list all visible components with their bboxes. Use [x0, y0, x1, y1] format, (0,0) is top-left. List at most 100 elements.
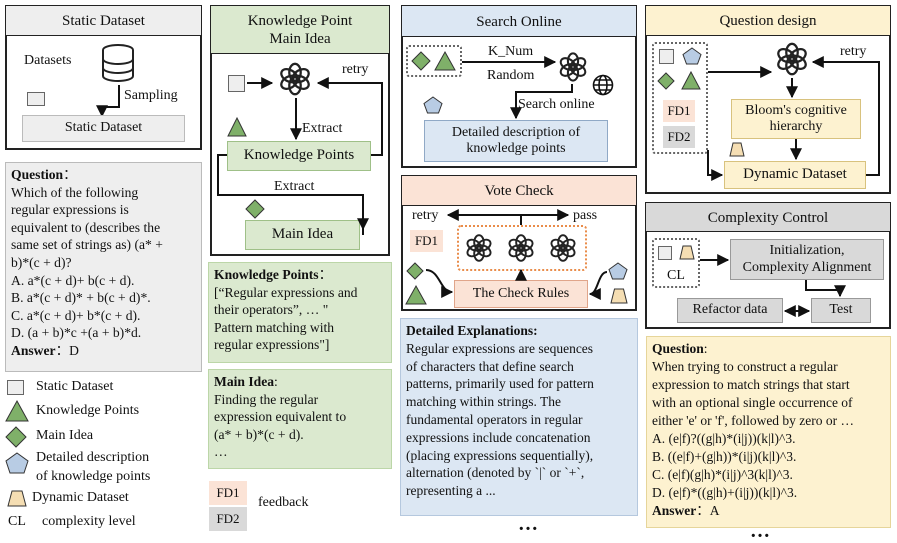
kp-main-idea-box: Main Idea [245, 220, 360, 250]
legend-square-icon [7, 380, 24, 395]
question-1-line: A. a*(c + d)+ b(c + d). [11, 272, 135, 288]
explanations-line: patterns, primarily used for pattern [406, 376, 594, 392]
question-1-line: equivalent to (describes the [11, 219, 161, 235]
question-box-2 [646, 336, 891, 528]
question-1-text: Question： Which of the following regular… [5, 162, 202, 364]
qd-square-icon [659, 49, 674, 64]
bloom-line2: hierarchy [769, 119, 823, 134]
kp-text: Knowledge Points： [“Regular expressions … [208, 262, 392, 358]
question-2-line: A. (e|f)?((g|h)*(i|j))(k|l)^3. [652, 431, 796, 446]
cc-input-group [652, 238, 700, 288]
qd-input-group [652, 42, 708, 154]
database-icon [102, 44, 134, 82]
refactor-data-box: Refactor data [677, 298, 783, 323]
search-pentagon-icon [423, 96, 443, 114]
legend-diamond-icon [5, 426, 27, 448]
question-2-ellipsis: … [750, 520, 771, 542]
qd-triangle-icon [681, 70, 701, 90]
question-box-1 [5, 162, 202, 372]
search-result-box: Detailed description of knowledge points [424, 120, 608, 162]
search-online-label: Search online [518, 97, 595, 112]
search-random: Random [487, 68, 535, 83]
explanations-line: Regular expressions are sequences [406, 340, 594, 356]
search-input-group [406, 45, 462, 77]
qd-fd1-badge: FD1 [663, 100, 695, 122]
legend-fd2-badge: FD2 [209, 507, 247, 531]
legend-triangle-icon [5, 399, 29, 422]
main-idea-text-line: (a* + b)*(c + d). [214, 426, 304, 442]
question-2-text: Question: When trying to construct a reg… [646, 336, 891, 524]
question-design-header: Question design [645, 5, 891, 36]
legend-dynamic-dataset: Dynamic Dataset [32, 490, 129, 505]
kp-text-colon: ： [318, 267, 333, 282]
legend-pentagon-icon [5, 452, 29, 474]
search-k-num: K_Num [488, 44, 534, 59]
kp-triangle-icon [227, 116, 247, 137]
knowledge-point-header-line1: Knowledge Point [247, 13, 353, 29]
main-idea-text-title: Main Idea [214, 374, 275, 389]
explanations-text: Detailed Explanations: Regular expressio… [400, 318, 638, 504]
vote-trapezoid-icon [610, 288, 628, 304]
kp-diamond-icon [245, 199, 265, 219]
vote-retry-label: retry [412, 208, 439, 223]
question-1-answer-label: Answer [11, 342, 56, 358]
question-1-colon: ： [63, 167, 77, 182]
qd-trapezoid-icon [729, 142, 745, 157]
init-line1: Initialization, [769, 243, 845, 259]
question-1-title: Question [11, 167, 64, 182]
vote-diamond-icon [406, 262, 424, 280]
search-diamond-icon [411, 51, 431, 71]
question-2-title: Question [652, 341, 704, 356]
legend-fd1-badge: FD1 [209, 481, 247, 505]
legend-static-dataset: Static Dataset [36, 379, 114, 394]
kp-retry-label: retry [342, 62, 369, 77]
cc-trapezoid-icon [679, 245, 695, 260]
explanations-line: (placing expressions sequentially), [406, 447, 594, 463]
main-idea-text-colon: : [274, 374, 278, 389]
question-2-line: with an optional single occurrence of [652, 395, 853, 410]
question-1-line: B. a*(c + d)* + b(c + d)*. [11, 290, 151, 306]
static-dataset-result-box: Static Dataset [22, 115, 185, 142]
question-1-line: b)*(c + d)? [11, 254, 72, 270]
explanations-ellipsis: … [518, 513, 539, 535]
vote-fd1-badge: FD1 [410, 230, 443, 252]
question-2-line: C. (e|f)(g|h)*(i|j)^3(k|l)^3. [652, 467, 793, 482]
question-1-line: D. (a + b)*c +(a + b)*d. [11, 325, 142, 341]
qd-diamond-icon [657, 72, 675, 90]
question-1-line: Which of the following [11, 184, 139, 200]
main-idea-text-box [208, 369, 392, 469]
legend-knowledge-points: Knowledge Points [36, 403, 140, 418]
question-2-line: expression to match strings that start [652, 377, 850, 392]
vote-triangle-icon [405, 284, 427, 305]
kp-text-line: [“Regular expressions and [214, 284, 358, 300]
explanations-box [400, 318, 638, 516]
knowledge-point-header: Knowledge Point Main Idea [210, 5, 390, 54]
kp-text-line: Pattern matching with [214, 319, 335, 335]
test-box: Test [811, 298, 871, 323]
question-2-line: When trying to construct a regular [652, 359, 838, 374]
main-idea-text: Main Idea: Finding the regular expressio… [208, 369, 392, 465]
question-2-answer-label: Answer [652, 503, 697, 518]
qd-pentagon-icon [682, 47, 702, 65]
vote-pentagon-icon [608, 262, 628, 280]
kp-text-title: Knowledge Points [214, 267, 319, 282]
main-idea-text-line: Finding the regular [214, 391, 319, 407]
search-online-header: Search Online [401, 5, 637, 37]
vote-check-header: Vote Check [401, 175, 637, 206]
main-idea-text-line: expression equivalent to [214, 409, 347, 425]
explanations-line: matching within strings. The [406, 394, 561, 410]
bloom-line1: Bloom's cognitive [745, 102, 847, 118]
question-2-line: either 'e' or 'f', followed by zero or … [652, 413, 855, 428]
question-2-colon: : [703, 341, 708, 356]
kp-text-line: their operators”, … " [214, 302, 329, 318]
legend-cl-label: complexity level [42, 514, 136, 529]
static-dataset-header: Static Dataset [5, 5, 202, 36]
legend-detailed-description: Detailed description [36, 450, 150, 465]
explanations-line: alternation (denoted by `|` or `+`, [406, 465, 585, 481]
